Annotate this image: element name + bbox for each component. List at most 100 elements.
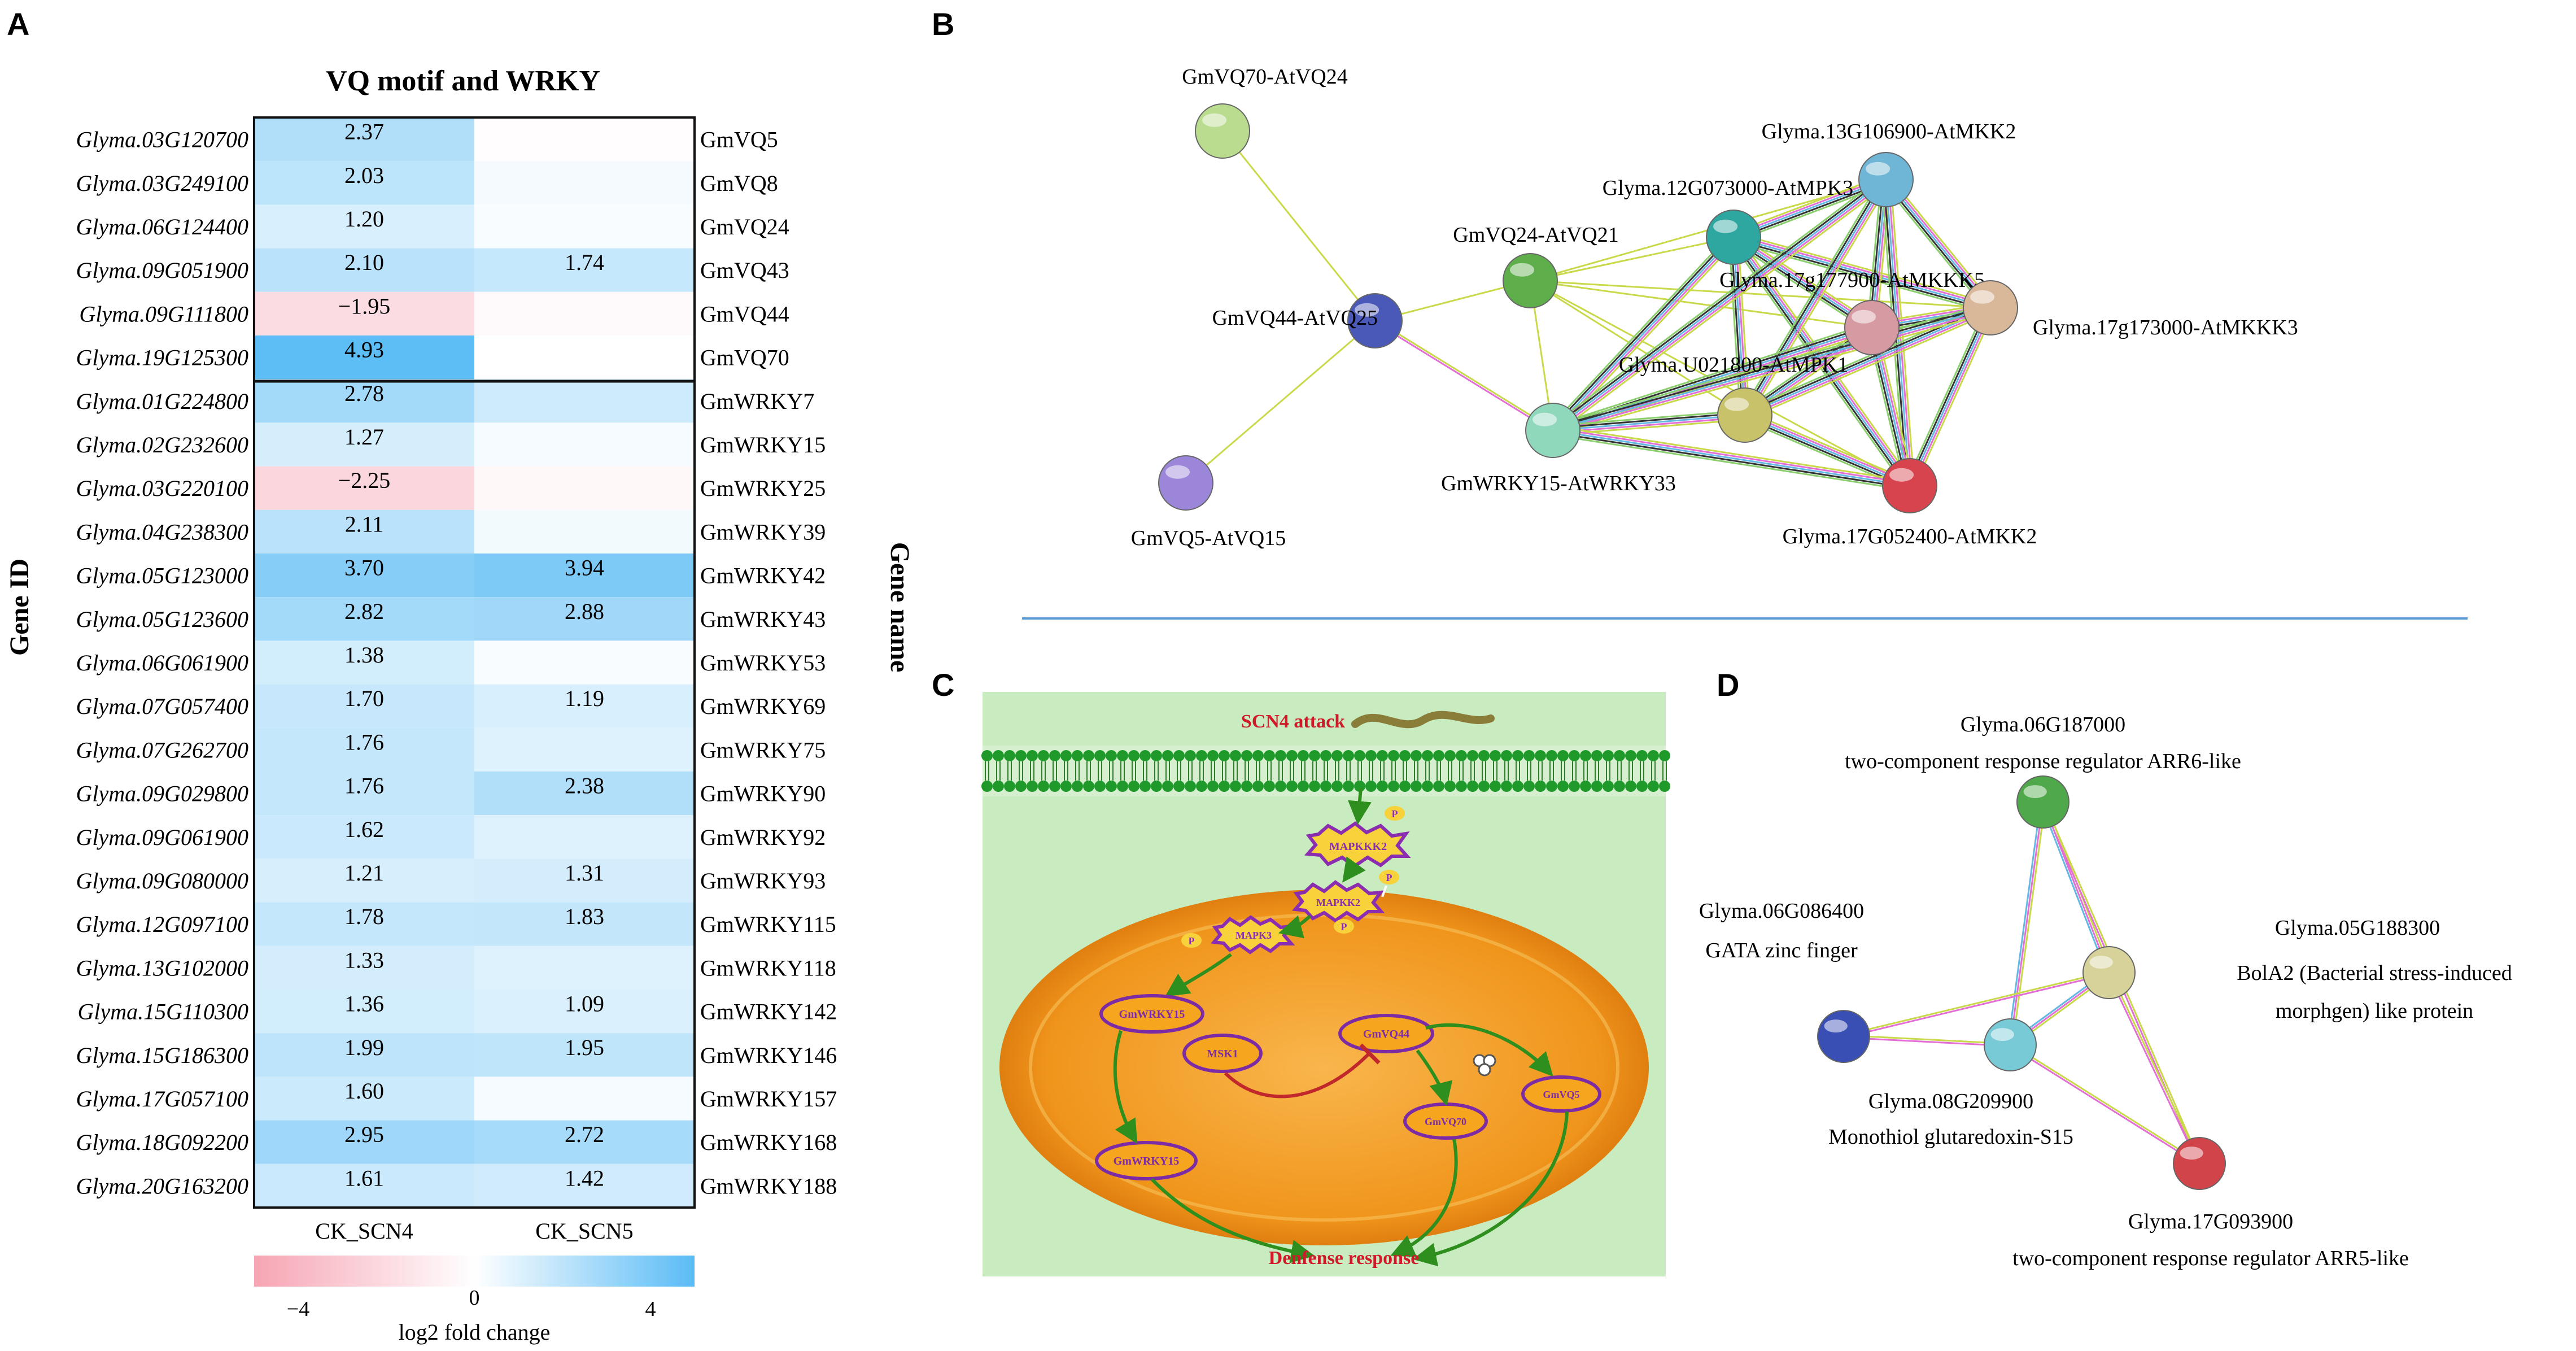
arrow [1342, 856, 1366, 883]
network-edge [1730, 240, 1870, 332]
gene-name-label: GmWRKY53 [700, 650, 826, 676]
gene-id-label: Glyma.15G186300 [76, 1043, 248, 1068]
network-edge [1551, 177, 1885, 430]
cell-value: −1.95 [338, 293, 391, 319]
network-edge [1552, 412, 1745, 429]
network-edge [1553, 425, 1911, 482]
lipid-head [1094, 781, 1106, 792]
node-label: BolA2 (Bacterial stress-induced [2237, 961, 2512, 985]
heatmap-cell [254, 684, 474, 728]
svg-text:GmVQ44: GmVQ44 [1363, 1028, 1409, 1040]
lipid-head [1027, 781, 1038, 792]
lipid-head [1106, 781, 1117, 792]
gene-id-label: Glyma.03G249100 [76, 171, 248, 196]
network-edge [1552, 429, 1910, 487]
lipid-head [1264, 781, 1275, 792]
lipid-head [1422, 750, 1433, 761]
node-label: GmVQ24-AtVQ21 [1453, 223, 1618, 247]
network-node [1158, 455, 1213, 511]
cell-value: 2.88 [565, 599, 604, 624]
cell-value: 1.78 [344, 904, 384, 929]
lipid-head [1151, 750, 1162, 761]
lipid-head [1603, 781, 1614, 792]
heatmap-cell [474, 291, 695, 335]
gene-name-axis-label: Gene name [885, 542, 915, 673]
lipid-head [1252, 750, 1264, 761]
lipid-head [1128, 781, 1139, 792]
network-edge [2007, 801, 2042, 1045]
node-label: Glyma.17g177900-AtMKKK5 [1719, 268, 1985, 292]
network-node [1706, 210, 1761, 265]
gene-id-label: Glyma.03G220100 [76, 476, 248, 501]
node-label: Glyma.06G187000 [1961, 713, 2125, 736]
network-edge [1734, 232, 1992, 304]
network-node [2082, 946, 2136, 999]
cell-value: 1.95 [565, 1035, 604, 1060]
lipid-head [1298, 781, 1309, 792]
network-edge [1552, 178, 1887, 432]
node-gmvq44: GmVQ44 [1338, 1014, 1434, 1053]
network-edge [1889, 176, 1995, 306]
network-b-panel: GmVQ70-AtVQ24GmVQ44-AtVQ25GmVQ5-AtVQ15Gm… [1131, 65, 2298, 550]
arrow [1165, 953, 1232, 997]
column-label-ck-scn4: CK_SCN4 [315, 1218, 413, 1244]
lipid-head [1501, 781, 1512, 792]
heatmap-cell [254, 554, 474, 598]
network-edge [1552, 414, 1745, 432]
gene-name-label: GmVQ43 [700, 258, 789, 283]
heatmap-cell [254, 727, 474, 772]
network-edge [1844, 1034, 2011, 1045]
arrow [1348, 787, 1372, 825]
heatmap-cell [254, 902, 474, 946]
lipid-head [1309, 750, 1320, 761]
arrow [1390, 1139, 1458, 1257]
network-edge [1746, 180, 1889, 417]
node-label: Glyma.17g173000-AtMKKK3 [2033, 316, 2298, 339]
gene-id-label: Glyma.05G123600 [76, 607, 248, 632]
gene-id-axis-label: Gene ID [5, 559, 34, 656]
heatmap-cell [474, 815, 695, 859]
lipid-head [1230, 750, 1241, 761]
gene-name-label: GmWRKY75 [700, 737, 826, 762]
panel-letter-d: D [1717, 667, 1739, 703]
network-edge [1553, 180, 1888, 433]
heatmap-cell [474, 117, 695, 162]
gene-name-label: GmWRKY142 [700, 999, 837, 1025]
heatmap-cell [254, 379, 474, 423]
lipid-head [1015, 750, 1027, 761]
network-node [1963, 280, 2018, 335]
network-node [1882, 458, 1937, 513]
node-label: Glyma.17G052400-AtMKK2 [1783, 525, 2037, 548]
network-edge [1735, 237, 1748, 415]
node-gmwrky15-top: GmWRKY15 [1099, 994, 1204, 1034]
gene-id-label: Glyma.02G232600 [76, 432, 248, 457]
lipid-head [1038, 781, 1049, 792]
gene-name-label: GmWRKY15 [700, 432, 826, 457]
gene-name-label: GmVQ44 [700, 301, 789, 326]
heatmap-cell [254, 422, 474, 467]
lipid-head [1162, 750, 1173, 761]
nematode-icon [1351, 711, 1495, 729]
lipid-head [1433, 750, 1444, 761]
lipid-head [1083, 781, 1094, 792]
lipid-head [1173, 750, 1185, 761]
lipid-head [1173, 781, 1185, 792]
gene-name-label: GmWRKY90 [700, 781, 826, 807]
network-edge [1734, 234, 1992, 307]
network-edge [1530, 280, 1991, 309]
node-label: GATA zinc finger [1705, 939, 1858, 962]
lipid-head [1523, 781, 1535, 792]
lipid-head [1343, 781, 1354, 792]
cell-value: 2.37 [344, 119, 384, 145]
network-edge [1733, 236, 1991, 309]
panel-letter-c: C [932, 667, 954, 703]
network-edge [1732, 241, 1990, 313]
node-label: GmVQ70-AtVQ24 [1182, 65, 1347, 89]
gene-id-label: Glyma.09G029800 [76, 781, 248, 807]
node-label: Glyma.U021800-AtMPK1 [1619, 353, 1848, 377]
gene-id-label: Glyma.09G061900 [76, 825, 248, 850]
heatmap-cell [254, 772, 474, 816]
lipid-head [993, 750, 1004, 761]
heatmap-cells [254, 117, 695, 1208]
